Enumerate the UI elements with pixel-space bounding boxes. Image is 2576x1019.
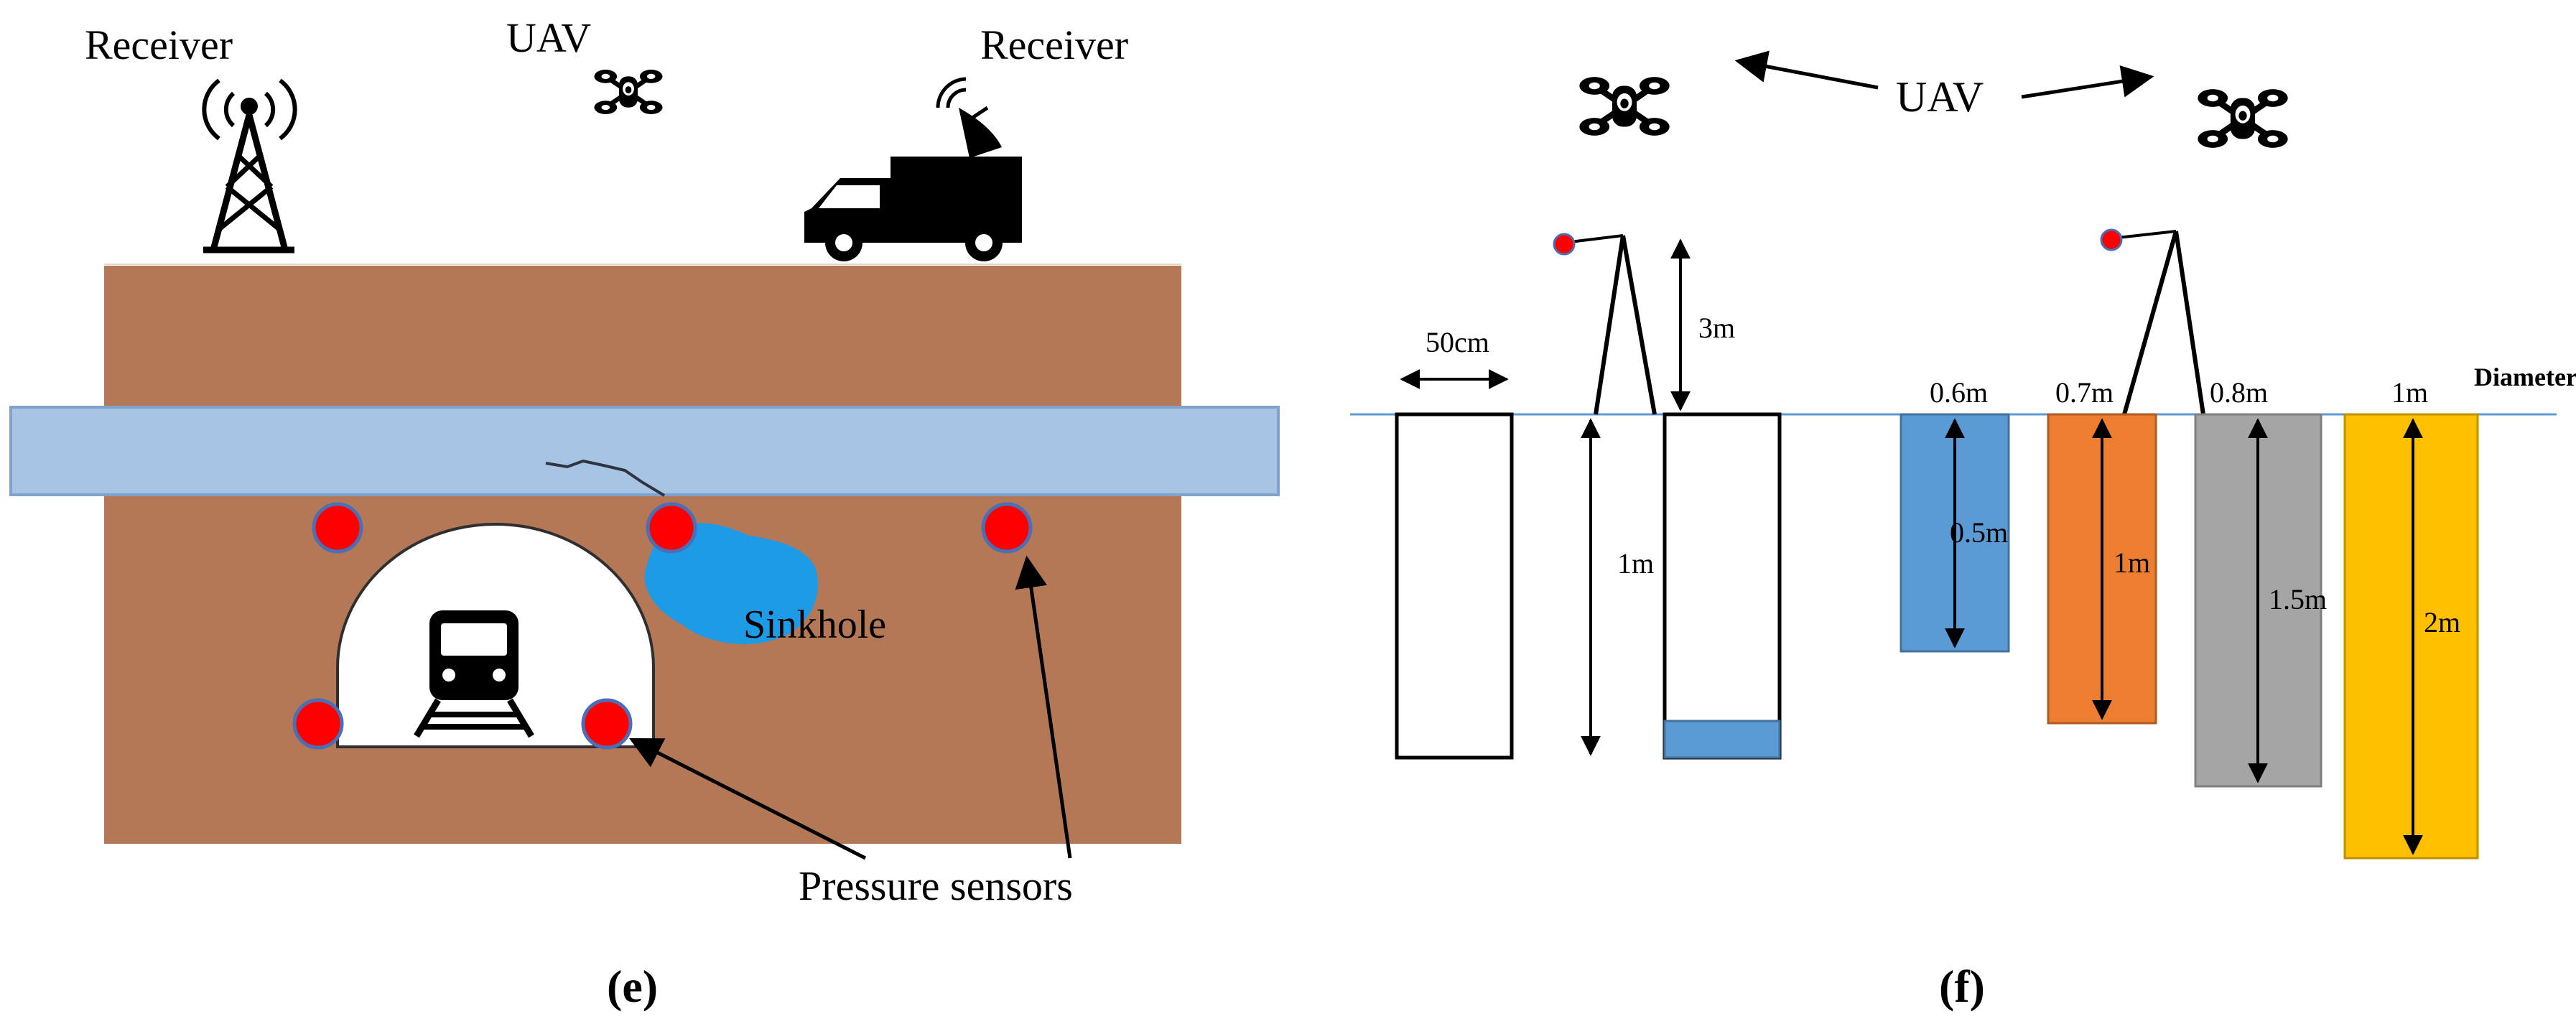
receiver-left-label: Receiver <box>85 22 233 68</box>
satellite-truck-icon <box>804 77 1022 261</box>
hole-diameter-label: 1m <box>2391 376 2428 409</box>
sensor-dot <box>1553 233 1576 256</box>
panel-f: UAV 50cm 3m 1m <box>1350 50 2576 1012</box>
pit-water-layer <box>1663 720 1781 759</box>
uav-label-e: UAV <box>506 14 591 61</box>
sensor-arrow <box>628 738 867 860</box>
sensor-arrow <box>1015 555 1072 859</box>
width-label: 50cm <box>1426 326 1489 358</box>
sensor-dot <box>981 502 1033 554</box>
panel-e: Sinkhole Pressure sensors <box>9 14 1280 1012</box>
water-pipe <box>9 406 1280 496</box>
hole-gray: 0.8m 1.5m <box>2194 376 2327 788</box>
drone-icon <box>1579 77 1669 136</box>
pressure-sensors <box>292 502 1033 750</box>
radio-tower-icon <box>202 78 297 253</box>
hole-blue: 0.6m 0.5m <box>1900 376 2010 653</box>
sensor-dot <box>312 502 363 554</box>
uav-label-f: UAV <box>1896 73 1984 121</box>
drone-icon <box>2198 89 2287 148</box>
train-icon <box>414 610 534 738</box>
sensor-dot <box>292 698 344 750</box>
hole-yellow: 1m 2m <box>2343 376 2479 860</box>
pipe-crack <box>545 459 666 497</box>
hole-diameter-label: 0.7m <box>2055 376 2114 409</box>
sensor-dot <box>581 698 633 750</box>
diameter-label: Diameter <box>2474 363 2576 391</box>
pressure-sensors-label: Pressure sensors <box>799 862 1073 909</box>
hole-orange: 0.7m 1m <box>2047 376 2157 725</box>
panel-e-caption: (e) <box>607 961 658 1012</box>
receiver-right-label: Receiver <box>980 22 1128 68</box>
soil-block <box>104 266 1181 844</box>
sensor-dot <box>646 502 697 554</box>
hole-depth-label: 1.5m <box>2269 583 2327 615</box>
hole-depth-label: 2m <box>2424 606 2460 638</box>
uav-arrow-right <box>2021 65 2154 99</box>
height-label: 3m <box>1698 312 1735 344</box>
depth-label: 1m <box>1617 547 1654 580</box>
uav-arrow-left <box>1734 50 1879 90</box>
sensor-pole <box>1553 233 1657 415</box>
reference-pit-left <box>1395 412 1514 760</box>
panel-f-caption: (f) <box>1939 961 1985 1012</box>
sinkhole-shape <box>644 523 818 645</box>
sensor-pole <box>2100 228 2205 415</box>
hole-depth-label: 0.5m <box>1950 516 2008 549</box>
reference-pit-right <box>1663 412 1782 760</box>
sensor-dot <box>2100 228 2123 251</box>
drone-icon <box>594 70 662 114</box>
hole-depth-label: 1m <box>2114 546 2150 579</box>
sinkhole-label: Sinkhole <box>743 602 886 647</box>
hole-diameter-label: 0.8m <box>2210 376 2268 409</box>
hole-diameter-label: 0.6m <box>1930 376 1988 409</box>
